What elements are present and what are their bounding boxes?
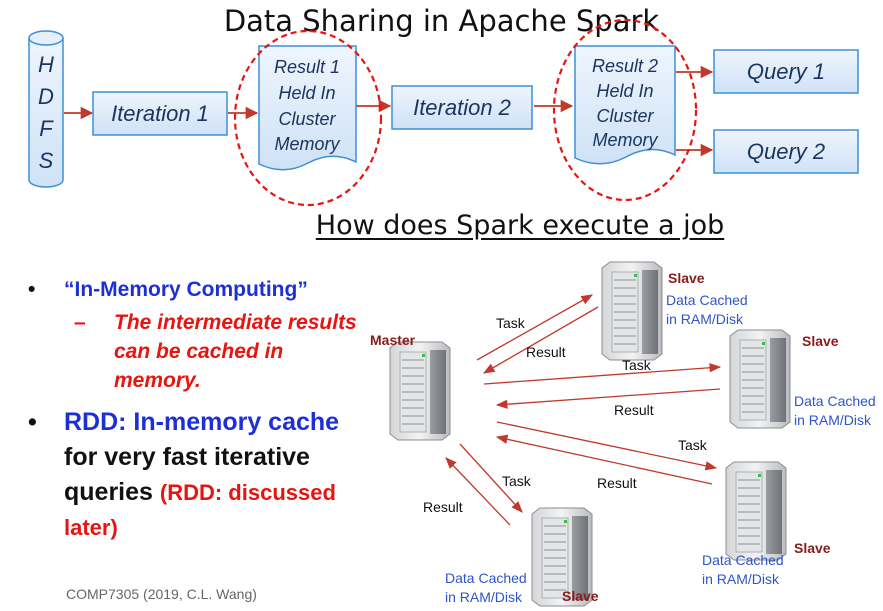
bullet-in-memory: • “In-Memory Computing”	[28, 278, 368, 302]
cache-label: Data Cached	[666, 292, 748, 308]
task-label: Task	[502, 473, 532, 489]
iteration1-label: Iteration 1	[111, 101, 209, 126]
footer-credit: COMP7305 (2019, C.L. Wang)	[66, 586, 257, 602]
sub-bullet-text: The intermediate results can be cached i…	[114, 311, 357, 392]
task-label: Task	[678, 437, 708, 453]
sub-bullet-dash: –	[74, 311, 86, 334]
slave-server-icon	[729, 329, 791, 429]
bullet-dot: •	[28, 408, 37, 436]
result2-line: Held In	[596, 81, 653, 101]
master-label: Master	[370, 332, 416, 348]
query2-label: Query 2	[747, 139, 825, 164]
bullet-rdd-red-text: (RDD: discussed later)	[64, 480, 336, 540]
slave-label: Slave	[668, 270, 705, 286]
query2-box: Query 2	[713, 129, 859, 174]
cache-label: Data Cached	[794, 393, 876, 409]
slave-label: Slave	[562, 588, 599, 604]
query1-box: Query 1	[713, 49, 859, 94]
task-arrow	[476, 294, 594, 361]
slave-label: Slave	[794, 540, 831, 556]
highlight-ellipse-result1	[233, 29, 383, 207]
sub-bullet-cached: – The intermediate results can be cached…	[66, 308, 364, 395]
bullet-list: • “In-Memory Computing” – The intermedia…	[28, 278, 368, 545]
cache-label: in RAM/Disk	[666, 311, 744, 327]
slave-server-icon	[601, 261, 663, 361]
slave-label: Slave	[802, 333, 839, 349]
bullet-dot: •	[28, 278, 36, 301]
result-label: Result	[614, 402, 654, 418]
result-arrow	[482, 306, 599, 374]
result-arrow	[495, 434, 713, 485]
task-arrow	[459, 443, 523, 513]
iteration1-box: Iteration 1	[92, 91, 228, 136]
task-label: Task	[622, 357, 652, 373]
hdfs-letter: S	[39, 148, 54, 173]
task-arrow	[496, 421, 718, 471]
result-label: Result	[526, 344, 566, 360]
bullet-rdd-blue-text: RDD: In-memory cache	[64, 408, 340, 436]
hdfs-cylinder: H D F S	[28, 30, 64, 188]
cache-label: in RAM/Disk	[702, 571, 780, 587]
iteration2-box: Iteration 2	[391, 85, 533, 130]
iteration2-label: Iteration 2	[413, 95, 511, 120]
cache-label: Data Cached	[702, 552, 784, 568]
bullet-in-memory-text: “In-Memory Computing”	[64, 278, 308, 301]
hdfs-letter: H	[38, 52, 54, 77]
result1-document: Result 1 Held In Cluster Memory	[258, 45, 357, 171]
bullet-rdd: • RDD: In-memory cache for very fast ite…	[28, 405, 374, 545]
result-label: Result	[423, 499, 463, 515]
cache-label: Data Cached	[445, 570, 527, 586]
result2-line: Result 2	[592, 56, 658, 76]
cache-label: in RAM/Disk	[445, 589, 523, 605]
task-arrow	[483, 363, 722, 385]
query1-label: Query 1	[747, 59, 825, 84]
task-label: Task	[496, 315, 526, 331]
highlight-ellipse-result2	[552, 18, 698, 202]
result-arrow	[495, 388, 721, 409]
result-label: Result	[597, 475, 637, 491]
result1-line: Memory	[274, 134, 340, 154]
master-server-icon	[389, 341, 451, 441]
hdfs-letter: F	[39, 116, 54, 141]
result2-line: Cluster	[596, 106, 654, 126]
result2-line: Memory	[592, 130, 658, 150]
result1-line: Cluster	[278, 109, 336, 129]
section-subtitle: How does Spark execute a job	[315, 210, 725, 241]
result1-line: Result 1	[274, 57, 340, 77]
hdfs-letter: D	[38, 84, 54, 109]
result1-line: Held In	[278, 83, 335, 103]
cache-label: in RAM/Disk	[794, 412, 872, 428]
slave-server-icon	[725, 461, 787, 561]
bullet-rdd-black-text: for very fast iterative queries	[64, 443, 310, 506]
result-arrow	[445, 457, 511, 526]
result2-document: Result 2 Held In Cluster Memory	[574, 45, 676, 165]
